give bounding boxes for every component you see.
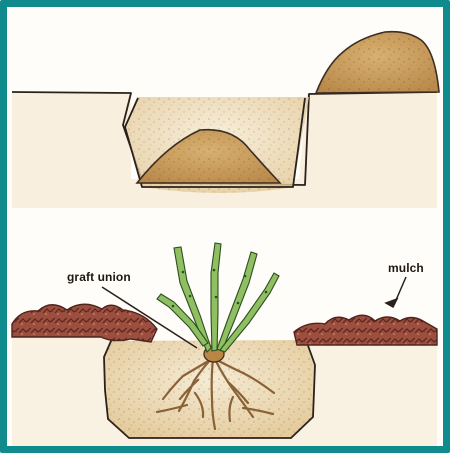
top-soil-scene	[12, 32, 439, 208]
planting-diagram	[7, 7, 443, 446]
graft-union-label: graft union	[67, 270, 131, 284]
mulch-label: mulch	[388, 261, 424, 275]
rose-canes	[157, 243, 279, 352]
